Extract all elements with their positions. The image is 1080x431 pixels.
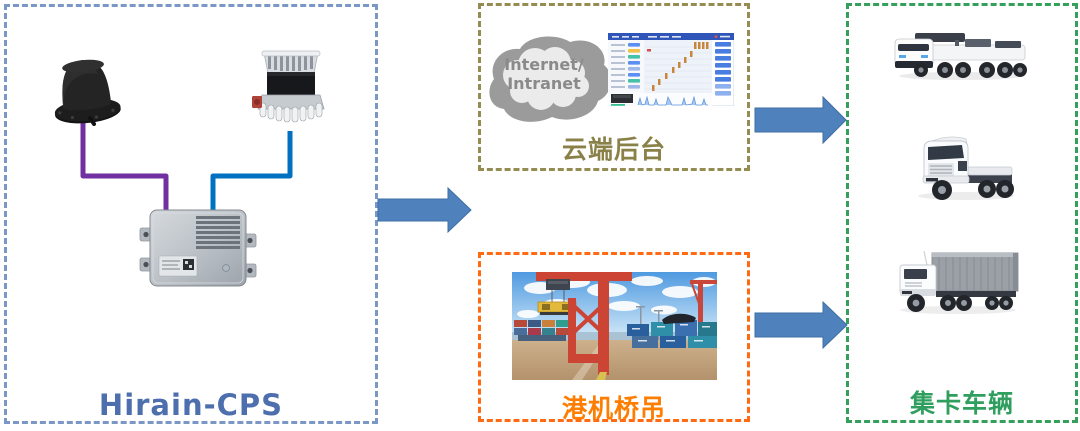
agv-truck-image — [887, 25, 1033, 84]
cloud-backend-label: 云端后台 — [561, 135, 666, 164]
tractor-truck-image — [918, 136, 1014, 200]
port-crane-box — [478, 252, 750, 422]
cloud-backend-box — [478, 3, 750, 171]
cloud-text-line1: Internet/ — [504, 55, 584, 74]
dashboard-screenshot — [608, 33, 734, 106]
flow-arrow-port-to-trucks — [754, 300, 848, 350]
internet-intranet-text: Internet/ Intranet — [488, 55, 600, 93]
cloud-text-line2: Intranet — [507, 74, 581, 93]
flow-arrow-cloud-to-trucks — [754, 95, 847, 145]
lidar-sensor-image — [244, 43, 338, 131]
port-crane-photo — [512, 272, 717, 380]
container-truck-image — [892, 245, 1022, 318]
ecu-controller-image — [139, 209, 257, 287]
internet-cloud-icon — [489, 36, 610, 122]
hirain-cps-box — [4, 4, 378, 424]
flow-arrow-main — [377, 186, 472, 234]
port-crane-label: 港机桥吊 — [561, 394, 666, 423]
container-trucks-label: 集卡车辆 — [909, 389, 1014, 418]
hirain-cps-label: Hirain-CPS — [98, 388, 284, 422]
container-trucks-box — [846, 3, 1078, 423]
gnss-antenna-image — [54, 59, 121, 126]
